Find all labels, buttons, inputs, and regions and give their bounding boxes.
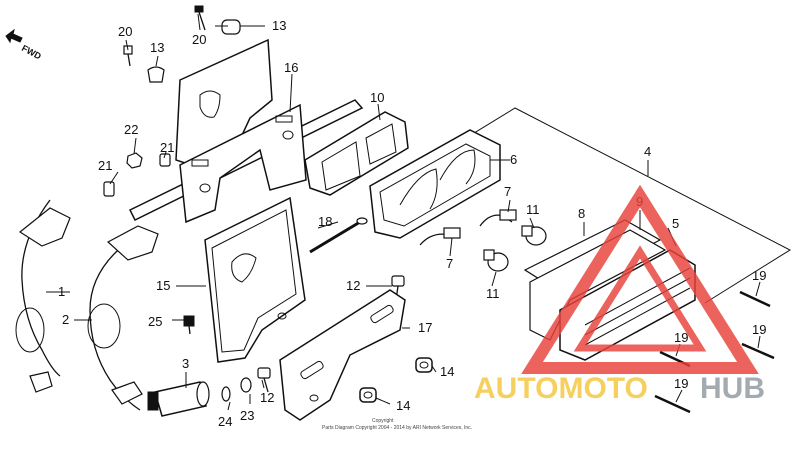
part-7-bulb-socket-lower <box>419 227 461 246</box>
part-15-panel <box>204 196 306 363</box>
part-14-nut-lower <box>359 387 377 403</box>
forward-arrow-icon <box>5 28 23 44</box>
callout-22: 22 <box>124 122 138 137</box>
callout-15: 15 <box>156 278 170 293</box>
callout-5: 5 <box>672 216 679 231</box>
callout-16: 16 <box>284 60 298 75</box>
callout-6: 6 <box>510 152 517 167</box>
callout-11-upper: 11 <box>526 202 540 217</box>
callout-21-right: 21 <box>160 140 174 155</box>
part-12-bolt-lower <box>257 367 271 393</box>
callout-19-a: 19 <box>752 268 766 283</box>
callout-11-lower: 11 <box>486 286 500 301</box>
part-1-wiring-harness <box>15 199 71 393</box>
part-7-bulb-socket-upper <box>479 209 517 227</box>
fwd-label: FWD <box>20 43 43 62</box>
callout-19-b: 19 <box>752 322 766 337</box>
part-14-nut-right <box>415 357 433 373</box>
callout-8: 8 <box>578 206 585 221</box>
part-24-washer <box>221 386 231 402</box>
automotohub-watermark: AUTOMOTO HUB <box>474 184 765 405</box>
part-2-wiring-harness <box>87 225 159 411</box>
part-23-washer <box>240 377 252 393</box>
watermark-word-hub: HUB <box>700 372 765 405</box>
part-16-mounting-bracket <box>128 99 364 224</box>
callout-19-d: 19 <box>674 376 688 391</box>
callout-4: 4 <box>644 144 651 159</box>
callout-labels: 1 2 3 4 5 6 7 7 8 9 10 11 11 12 12 13 13… <box>58 18 766 429</box>
callout-7-upper: 7 <box>504 184 511 199</box>
part-19-bolt-b <box>741 342 775 360</box>
part-11-bulb-lower <box>483 249 509 272</box>
part-17-license-bracket <box>279 289 406 421</box>
callout-24: 24 <box>218 414 232 429</box>
part-6-lens-housing <box>369 129 501 239</box>
callout-2: 2 <box>62 312 69 327</box>
callout-14-right: 14 <box>440 364 454 379</box>
callout-1: 1 <box>58 284 65 299</box>
callout-13-top: 13 <box>272 18 286 33</box>
copyright-line-2: Parts Diagram Copyright 2004 - 2014 by A… <box>322 425 472 431</box>
callout-20-left: 20 <box>118 24 132 39</box>
callout-12-upper: 12 <box>346 278 360 293</box>
part-19-bolt-d <box>654 394 691 414</box>
callout-13-left: 13 <box>150 40 164 55</box>
part-20-bolt-top <box>194 5 206 31</box>
part-13-grommet-left <box>147 66 165 83</box>
callout-14-lower: 14 <box>396 398 410 413</box>
callout-19-c: 19 <box>674 330 688 345</box>
callout-25: 25 <box>148 314 162 329</box>
watermark-word-automoto: AUTOMOTO <box>474 372 648 405</box>
callout-20-top: 20 <box>192 32 206 47</box>
callout-12-lower: 12 <box>260 390 274 405</box>
callout-7-lower: 7 <box>446 256 453 271</box>
part-13-grommet-top <box>221 19 265 35</box>
part-3-sleeve <box>147 381 210 417</box>
part-19-bolt-a <box>739 290 771 308</box>
callout-21-left: 21 <box>98 158 112 173</box>
part-22-nut <box>126 152 143 169</box>
callout-17: 17 <box>418 320 432 335</box>
part-10-gasket <box>304 111 409 196</box>
part-18-rod <box>309 217 368 254</box>
callout-3: 3 <box>182 356 189 371</box>
watermark-triangle-logo <box>521 184 759 374</box>
part-11-bulb-upper <box>521 225 547 246</box>
forward-direction-indicator: FWD <box>5 28 43 62</box>
callout-23: 23 <box>240 408 254 423</box>
copyright-line-1: Copyright <box>372 418 394 424</box>
part-25-screw <box>183 315 195 335</box>
callout-18: 18 <box>318 214 332 229</box>
callout-leader-lines <box>46 13 761 411</box>
part-21-clip-left <box>103 181 115 197</box>
callout-10: 10 <box>370 90 384 105</box>
